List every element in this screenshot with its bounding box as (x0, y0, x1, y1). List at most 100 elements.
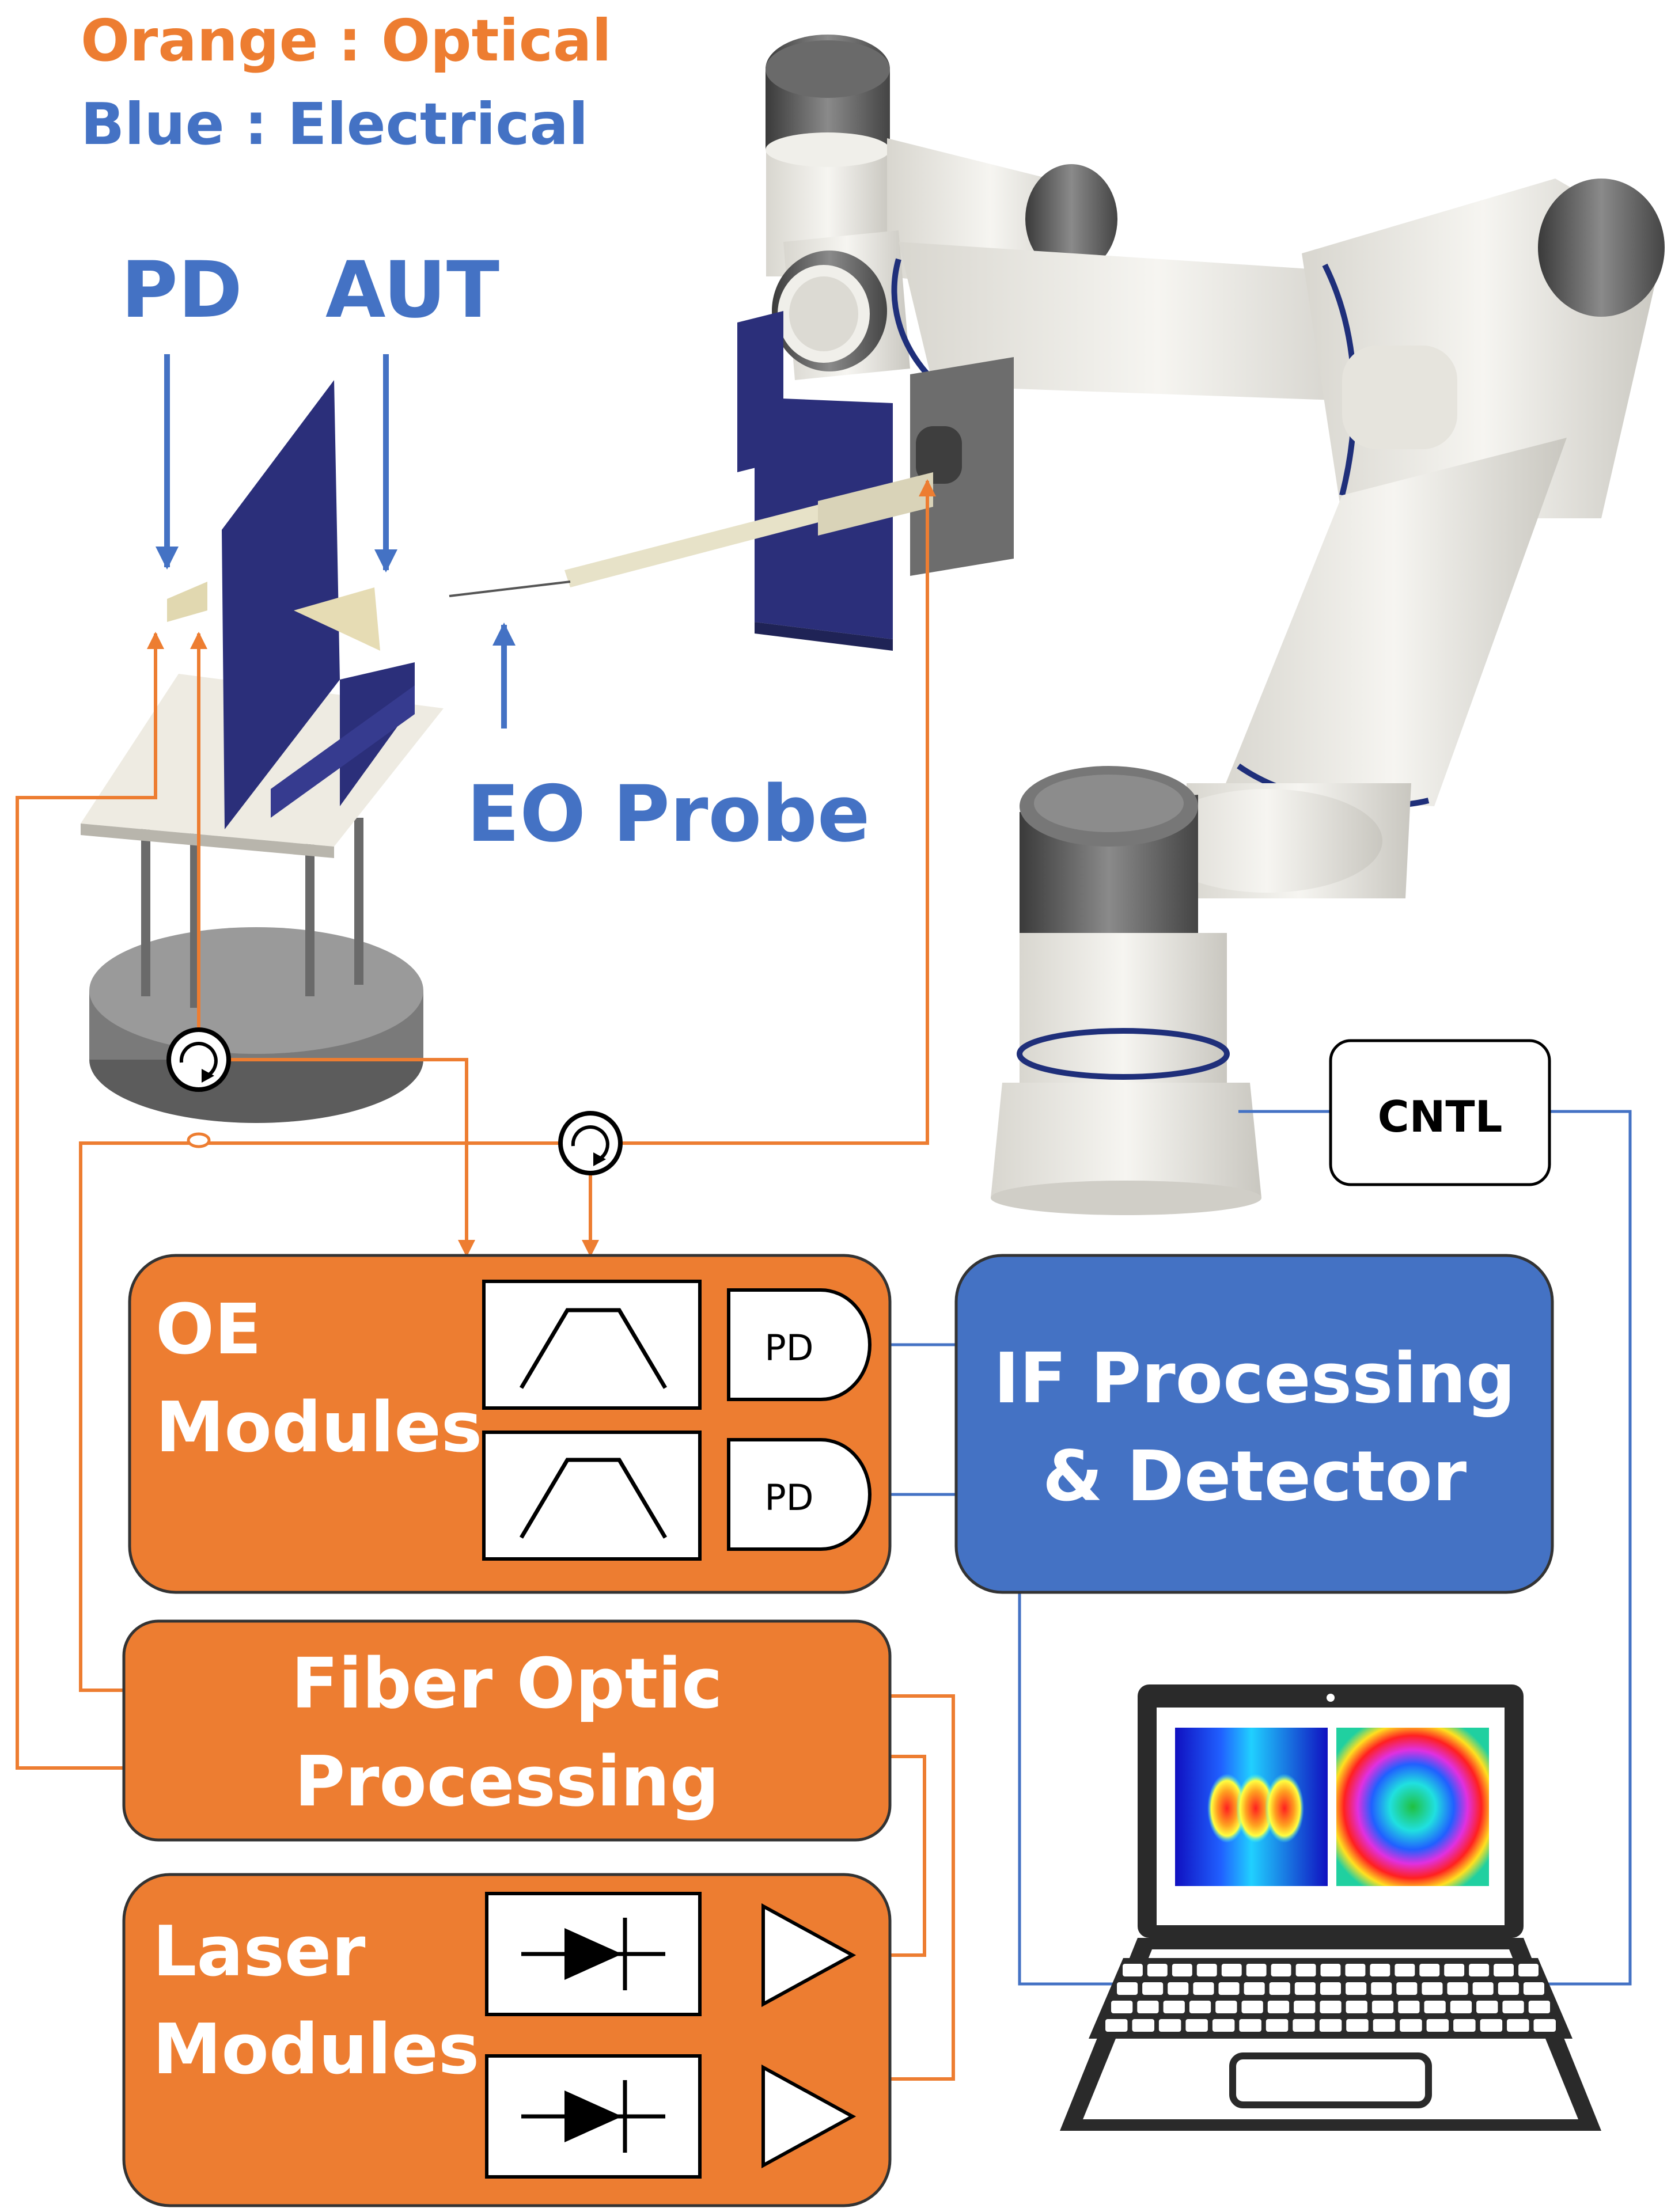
laptop-icon (1060, 1684, 1601, 2131)
aut-label: AUT (325, 245, 499, 335)
electrical-connections (867, 1110, 1632, 1986)
keyboard-key (1447, 1982, 1468, 1995)
keyboard-key (1528, 2001, 1550, 2013)
photodiode-icon: PD (727, 1438, 872, 1551)
keyboard-key (1246, 1964, 1267, 1976)
keyboard-key (1269, 1982, 1290, 1995)
keyboard-key (1142, 1982, 1164, 1995)
fiber-optic-title-line1: Fiber Optic (291, 1644, 723, 1724)
photodiode-icon: PD (727, 1288, 872, 1401)
keyboard-key (1294, 2001, 1316, 2013)
fiber-optic-title-line2: Processing (294, 1742, 719, 1822)
keyboard-key (1196, 1964, 1217, 1976)
keyboard-key (1267, 2001, 1290, 2013)
legend-electrical: Blue : Electrical (81, 90, 588, 158)
keyboard-key (1400, 2019, 1422, 2032)
keyboard-key (1189, 2001, 1211, 2013)
keyboard-key (1320, 2001, 1342, 2013)
keyboard-key (1370, 1964, 1390, 1976)
keyboard-key (1398, 2001, 1420, 2013)
fiber-splitter-icon (187, 1132, 211, 1148)
if-processing-block (954, 1254, 1554, 1594)
laser-modules-title-line1: Laser (153, 1912, 365, 1992)
fiber-optic-block (122, 1619, 892, 1842)
keyboard-key (1137, 2001, 1159, 2013)
keyboard (1105, 1964, 1556, 2032)
keyboard-key (1271, 1964, 1291, 1976)
oe-modules-title-line1: OE (156, 1290, 262, 1370)
keyboard-key (1221, 1964, 1242, 1976)
keyboard-key (1294, 1982, 1316, 1995)
optical-connections (16, 479, 955, 2081)
keyboard-key (1117, 1982, 1138, 1995)
circulator-icon (166, 1027, 231, 1092)
bandpass-filter-icon (482, 1280, 702, 1410)
keyboard-key (1345, 1964, 1366, 1976)
pd-module-label: PD (764, 1477, 813, 1519)
oe-modules-title-line2: Modules (156, 1388, 482, 1468)
keyboard-key (1185, 2019, 1208, 2032)
keyboard-key (1480, 2019, 1503, 2032)
keyboard-key (1265, 2019, 1289, 2032)
keyboard-key (1239, 2019, 1261, 2032)
keyboard-key (1498, 1982, 1519, 1995)
keyboard-key (1373, 2019, 1396, 2032)
bandpass-filter-icon (482, 1431, 702, 1561)
keyboard-key (1168, 1982, 1189, 1995)
pd-label: PD (121, 245, 242, 335)
eo-probe-label: EO Probe (467, 769, 870, 859)
robot-arm-icon (449, 35, 1665, 1215)
if-processing-title-line1: IF Processing (994, 1339, 1515, 1419)
pd-module-label: PD (764, 1327, 813, 1369)
keyboard-key (1320, 1982, 1341, 1995)
keyboard-key (1346, 2001, 1367, 2013)
cntl-label: CNTL (1378, 1091, 1503, 1142)
keyboard-key (1523, 1982, 1544, 1995)
keyboard-key (1319, 2019, 1342, 2032)
keyboard-key (1472, 1982, 1494, 1995)
keyboard-key (1172, 1964, 1192, 1976)
keyboard-key (1163, 2001, 1185, 2013)
laser-modules-title-line2: Modules (153, 2010, 479, 2090)
antenna-test-stand (81, 380, 444, 1123)
keyboard-key (1494, 1964, 1514, 1976)
keyboard-key (1395, 1964, 1415, 1976)
amplifier-icon (761, 1903, 857, 2008)
keyboard-key (1424, 2001, 1446, 2013)
keyboard-key (1123, 1964, 1143, 1976)
keyboard-key (1295, 1964, 1316, 1976)
keyboard-key (1132, 2019, 1154, 2032)
cntl-box (1329, 1039, 1551, 1186)
keyboard-key (1218, 1982, 1240, 1995)
keyboard-key (1533, 2019, 1556, 2032)
keyboard-key (1241, 2001, 1263, 2013)
keyboard-key (1244, 1982, 1265, 1995)
keyboard-key (1476, 2001, 1498, 2013)
keyboard-key (1320, 1964, 1341, 1976)
keyboard-key (1507, 2019, 1529, 2032)
keyboard-key (1212, 2019, 1235, 2032)
keyboard-key (1371, 1982, 1392, 1995)
keyboard-key (1346, 1982, 1367, 1995)
if-processing-title-line2: & Detector (1043, 1437, 1467, 1517)
legend-optical: Orange : Optical (81, 7, 612, 74)
keyboard-key (1502, 2001, 1524, 2013)
keyboard-key (1426, 2019, 1449, 2032)
keyboard-key (1453, 2019, 1476, 2032)
keyboard-key (1450, 2001, 1472, 2013)
keyboard-key (1422, 1982, 1443, 1995)
keyboard-key (1193, 1982, 1214, 1995)
keyboard-key (1293, 2019, 1315, 2032)
keyboard-key (1215, 2001, 1237, 2013)
keyboard-key (1158, 2019, 1181, 2032)
keyboard-key (1371, 2001, 1394, 2013)
keyboard-key (1518, 1964, 1539, 1976)
keyboard-key (1346, 2019, 1369, 2032)
keyboard-key (1419, 1964, 1440, 1976)
laser-diode-icon (485, 1892, 702, 2016)
keyboard-key (1111, 2001, 1133, 2013)
keyboard-key (1469, 1964, 1490, 1976)
keyboard-key (1105, 2019, 1128, 2032)
keyboard-key (1147, 1964, 1168, 1976)
